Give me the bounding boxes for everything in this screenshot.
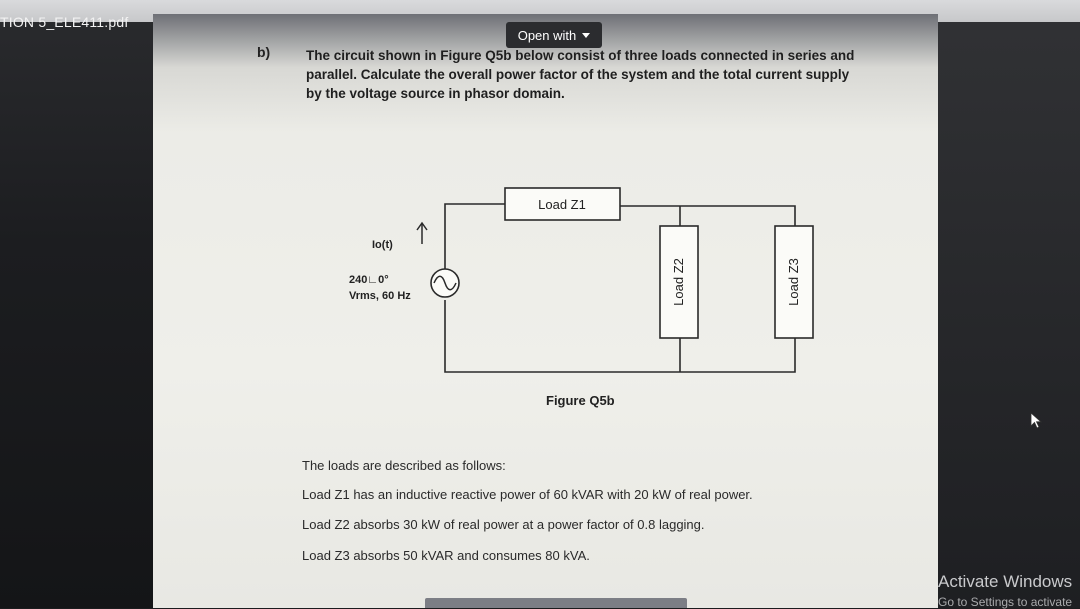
load-z3-description: Load Z3 absorbs 50 kVAR and consumes 80 … xyxy=(302,548,590,563)
open-with-label: Open with xyxy=(517,27,577,43)
current-label: Io(t) xyxy=(372,239,393,251)
question-text: The circuit shown in Figure Q5b below co… xyxy=(306,46,866,103)
load-z1-box xyxy=(504,187,621,221)
background-right xyxy=(935,0,1080,608)
load-z1-label: Load Z1 xyxy=(538,197,586,212)
load-z1-description: Load Z1 has an inductive reactive power … xyxy=(302,487,753,502)
load-z3-box xyxy=(774,225,814,339)
source-frequency-label: Vrms, 60 Hz xyxy=(349,290,411,302)
circuit-wires xyxy=(444,203,796,373)
source-voltage-label: 240∟0° xyxy=(349,274,389,286)
chevron-down-icon xyxy=(582,32,591,38)
question-line: by the voltage source in phasor domain. xyxy=(306,86,565,101)
activate-windows-title: Activate Windows xyxy=(938,572,1073,591)
load-z2-description: Load Z2 absorbs 30 kW of real power at a… xyxy=(302,517,705,532)
load-z3-label: Load Z3 xyxy=(786,258,801,306)
loads-intro: The loads are described as follows: xyxy=(302,458,506,473)
load-z2-label: Load Z2 xyxy=(671,258,686,306)
background-left xyxy=(0,0,160,608)
sine-wave-icon xyxy=(433,275,457,291)
question-line: The circuit shown in Figure Q5b below co… xyxy=(306,48,855,63)
taskbar xyxy=(425,598,687,608)
activate-windows-subtitle[interactable]: Go to Settings to activate xyxy=(938,595,1073,609)
question-label: b) xyxy=(257,44,271,60)
load-z2-box xyxy=(659,225,699,339)
figure-caption: Figure Q5b xyxy=(546,393,615,408)
mouse-cursor-icon xyxy=(1030,412,1043,429)
question-line: parallel. Calculate the overall power fa… xyxy=(306,67,850,82)
open-with-button[interactable]: Open with xyxy=(506,22,602,48)
circuit-diagram: Load Z1 Load Z2 Load Z3 Io(t) 240∟0° Vrm… xyxy=(349,187,814,373)
arrow-up-icon xyxy=(416,221,428,244)
file-name: TION 5_ELE411.pdf xyxy=(0,14,129,30)
